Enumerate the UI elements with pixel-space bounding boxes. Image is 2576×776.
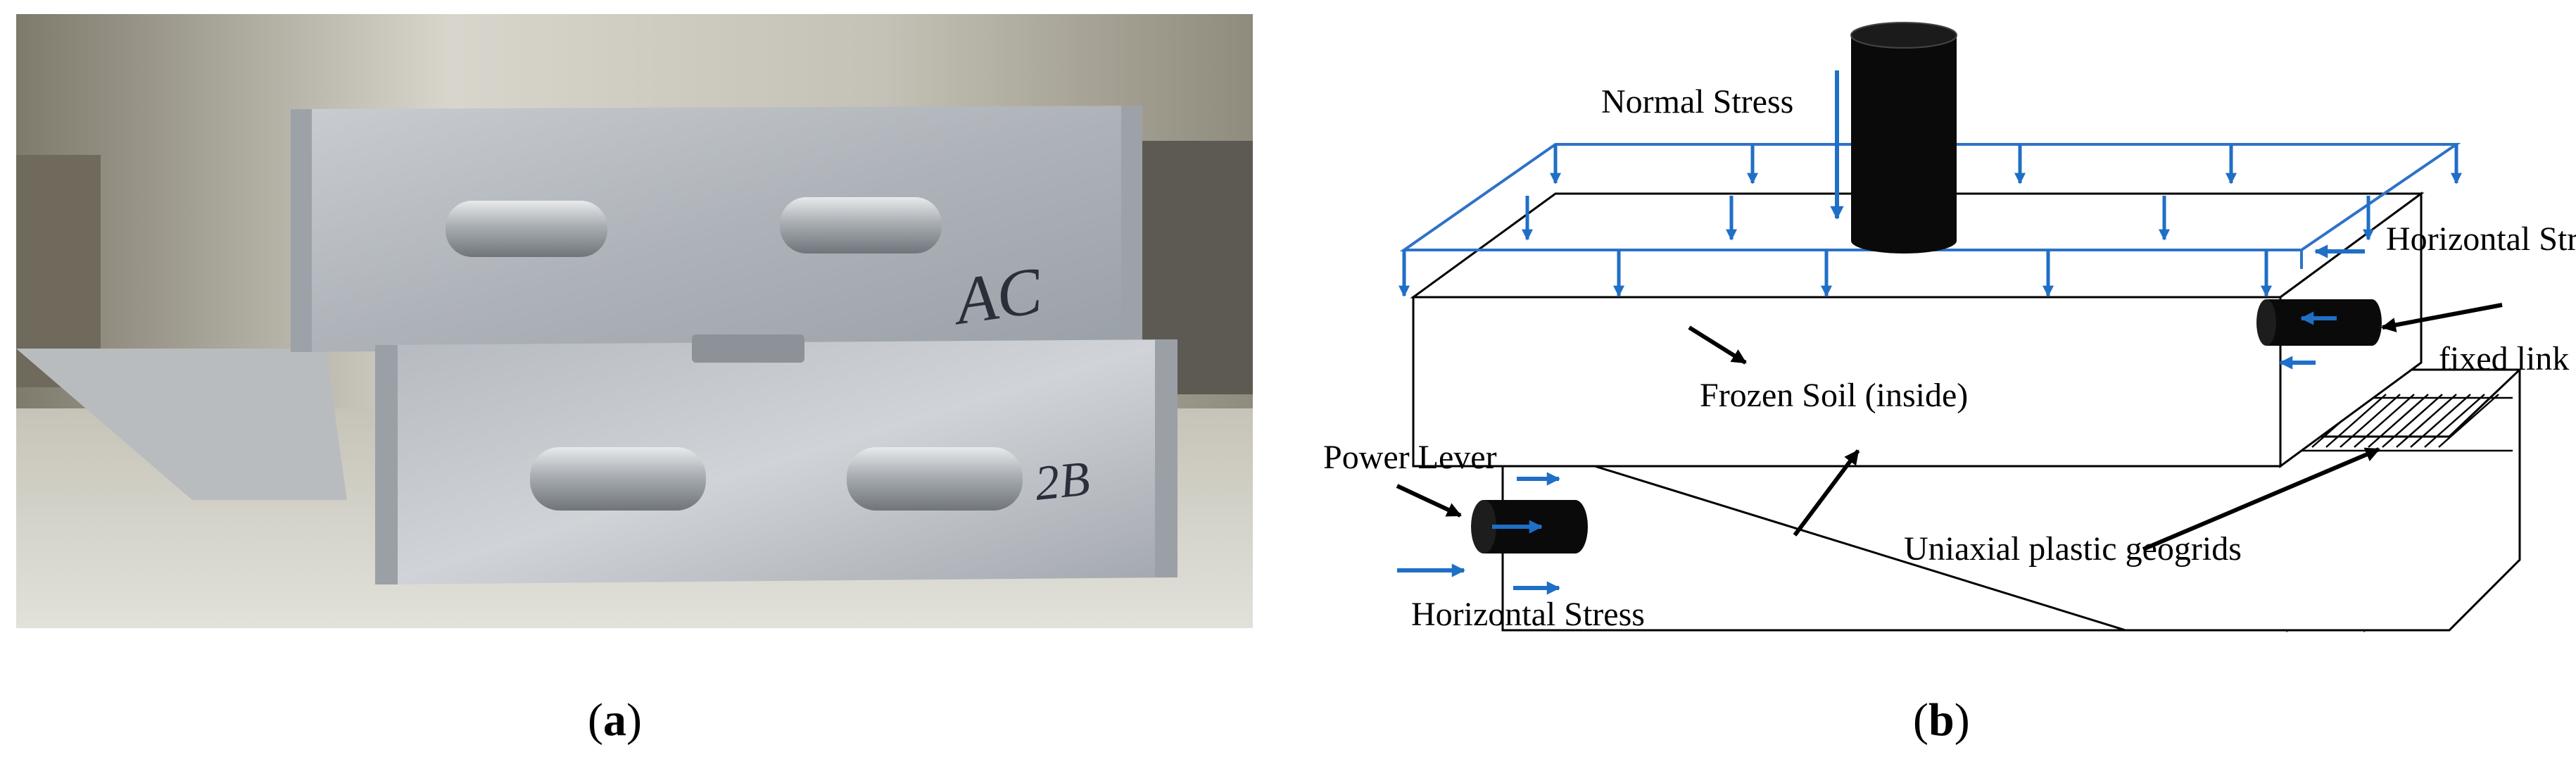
box-label-lower: 2B bbox=[1033, 451, 1092, 511]
caption-b: (b) bbox=[1913, 694, 1970, 746]
caption-b-letter: b bbox=[1928, 694, 1955, 746]
fixed-link-pointer bbox=[2380, 303, 2503, 332]
power-lever-pointer bbox=[1396, 484, 1462, 518]
normal-stress-label: Normal Stress bbox=[1601, 83, 1793, 120]
geogrid-pointer-soil bbox=[1793, 449, 1860, 537]
frozen-soil-pointer bbox=[1688, 325, 1747, 365]
shear-box-photo: AC 2B bbox=[16, 14, 1253, 628]
fixed-link bbox=[2256, 299, 2382, 346]
shear-test-diagram: Normal Stress Horizontal Stress fixed li… bbox=[1323, 22, 2576, 633]
caption-a-letter: a bbox=[602, 694, 626, 746]
geogrid-pointer bbox=[2142, 447, 2380, 551]
fixed-link-label: fixed link bbox=[2439, 340, 2569, 377]
box-label-upper: AC bbox=[947, 253, 1047, 339]
frozen-soil-label: Frozen Soil (inside) bbox=[1700, 377, 1968, 414]
horizontal-stress-label-right: Horizontal Stress bbox=[2386, 220, 2576, 258]
normal-load-piston bbox=[1850, 22, 1957, 254]
normal-stress-arrows bbox=[1398, 144, 2463, 297]
power-lever-label: Power Lever bbox=[1323, 439, 1497, 476]
horizontal-stress-label-left: Horizontal Stress bbox=[1411, 596, 1645, 633]
geogrids-label: Uniaxial plastic geogrids bbox=[1904, 530, 2242, 568]
caption-a: (a) bbox=[588, 694, 642, 746]
